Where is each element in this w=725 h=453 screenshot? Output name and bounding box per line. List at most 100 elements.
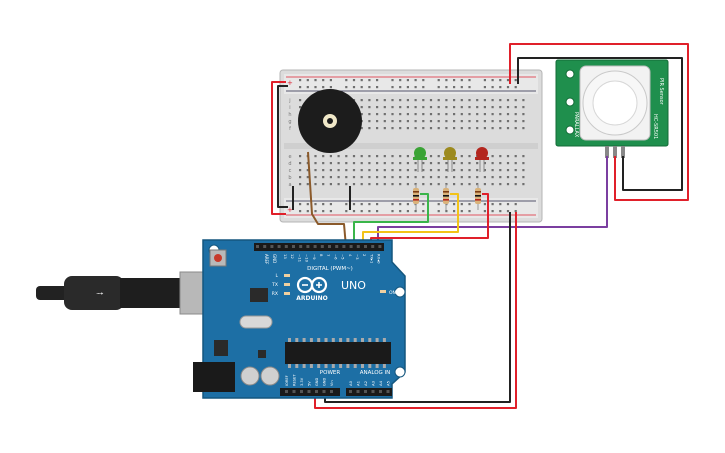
header-pin[interactable] (356, 390, 360, 393)
breadboard-hole (299, 99, 302, 102)
rail-hole (368, 203, 371, 206)
breadboard-hole (399, 169, 402, 172)
breadboard-hole (414, 106, 417, 109)
wire-red-5v-power[interactable] (314, 212, 517, 409)
led-on-label: ON (389, 290, 396, 296)
header-pin[interactable] (349, 390, 352, 393)
breadboard-hole (368, 106, 371, 109)
wire-yellow-led[interactable] (362, 193, 459, 247)
wire-brown-buzzer[interactable] (307, 151, 347, 248)
header-pin[interactable] (322, 390, 326, 393)
resistor-band (443, 199, 449, 201)
chip-leg (302, 338, 306, 342)
header-pin[interactable] (299, 245, 303, 248)
header-pin[interactable] (277, 245, 281, 248)
power-label: POWER (320, 370, 341, 376)
led[interactable] (475, 147, 489, 172)
rail-hole (399, 86, 402, 89)
resistor[interactable] (413, 184, 419, 210)
row-letter: f (289, 126, 291, 132)
header-pin[interactable] (263, 245, 267, 248)
breadboard-hole (406, 176, 409, 179)
breadboard-hole (499, 99, 502, 102)
breadboard-hole (376, 183, 379, 186)
header-pin[interactable] (379, 390, 382, 393)
rail-hole (422, 203, 425, 206)
header-pin[interactable] (292, 245, 295, 248)
breadboard-hole (468, 183, 471, 186)
digital-pin-label: TX▸1 (369, 253, 374, 264)
breadboard-hole (506, 120, 510, 123)
header-pin[interactable] (349, 245, 353, 248)
wire-black-rail-link[interactable] (277, 85, 288, 208)
breadboard-hole (429, 169, 433, 172)
resistor[interactable] (443, 184, 449, 210)
header-pin[interactable] (300, 390, 303, 393)
rail-hole (460, 203, 463, 206)
header-pin[interactable] (315, 390, 318, 393)
wire-green-led[interactable] (353, 193, 429, 247)
header-pin[interactable] (386, 390, 390, 393)
breadboard-hole (514, 183, 517, 186)
header-pin[interactable] (313, 245, 317, 248)
rail-hole (483, 79, 486, 82)
wire-black-pir-gnd[interactable] (517, 57, 683, 191)
power-pin-label: GND (315, 378, 319, 386)
header-pin[interactable] (292, 390, 296, 393)
breadboard-hole (468, 113, 471, 116)
header-pin[interactable] (364, 245, 367, 248)
header-pin[interactable] (328, 245, 331, 248)
header-pin[interactable] (307, 390, 311, 393)
breadboard-hole (368, 120, 371, 123)
breadboard-hole (506, 162, 510, 165)
header-pin[interactable] (284, 245, 288, 248)
resistor[interactable] (475, 184, 481, 210)
row-letter: g (288, 119, 291, 125)
breadboard-hole (368, 183, 371, 186)
digital-header (254, 243, 384, 251)
header-pin[interactable] (342, 245, 346, 248)
rail-hole (453, 203, 456, 206)
digital-pin-label: 8 (319, 254, 324, 257)
header-pin[interactable] (378, 245, 382, 248)
wire-red-rail-link[interactable] (271, 81, 286, 215)
breadboard-hole (514, 162, 517, 165)
pir-sensor[interactable]: PIR Sensor HC-SR501 PARALLAX (555, 59, 669, 158)
chip-leg (382, 338, 386, 342)
breadboard-hole (460, 127, 463, 130)
breadboard-hole (460, 155, 463, 158)
rail-hole (406, 86, 409, 89)
header-pin[interactable] (256, 245, 259, 248)
led[interactable] (413, 147, 427, 172)
breadboard-hole (499, 176, 502, 179)
header-pin[interactable] (335, 245, 339, 248)
header-pin[interactable] (285, 390, 288, 393)
power-pin-label: 5V (308, 381, 312, 386)
rail-hole (406, 203, 409, 206)
resistor-band (413, 191, 419, 193)
header-pin[interactable] (364, 390, 367, 393)
header-pin[interactable] (371, 245, 375, 248)
header-pin[interactable] (371, 390, 375, 393)
rail-hole (391, 86, 394, 89)
header-pin[interactable] (356, 245, 360, 248)
header-pin[interactable] (320, 245, 324, 248)
breadboard-hole (322, 183, 325, 186)
led[interactable] (443, 147, 457, 172)
breadboard-hole (491, 113, 494, 116)
breadboard-hole (506, 155, 510, 158)
header-pin[interactable] (306, 245, 310, 248)
breadboard-hole (352, 155, 356, 158)
header-pin[interactable] (270, 245, 274, 248)
breadboard-hole (429, 127, 433, 130)
digital-pin-label: RX◂0 (377, 254, 382, 264)
header-pin[interactable] (330, 390, 333, 393)
wire-red-pir-vcc[interactable] (509, 43, 689, 201)
piezo-buzzer[interactable] (298, 89, 362, 153)
breadboard-hole (406, 162, 409, 165)
small-chip (258, 350, 266, 358)
breadboard-hole (345, 155, 348, 158)
analog-pin-label: A0 (348, 380, 353, 386)
